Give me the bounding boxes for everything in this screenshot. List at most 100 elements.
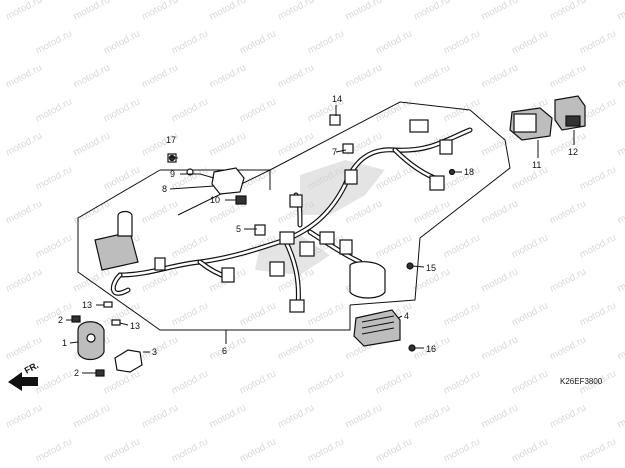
watermark-text: motod.ru bbox=[170, 368, 210, 396]
callout-labels: 14 7 17 9 8 10 5 11 12 18 15 4 16 6 13 1… bbox=[58, 94, 578, 378]
watermark-text: motod.ru bbox=[276, 334, 316, 362]
boot-component bbox=[94, 210, 139, 271]
watermark-text: motod.ru bbox=[4, 130, 44, 158]
watermark-text: motod.ru bbox=[442, 96, 482, 124]
watermark-text: motod.ru bbox=[548, 62, 588, 90]
watermark-text: motod.ru bbox=[306, 300, 346, 328]
watermark-text: motod.ru bbox=[238, 96, 278, 124]
watermark-text: motod.ru bbox=[208, 402, 248, 430]
watermark-text: motod.ru bbox=[208, 130, 248, 158]
watermark-text: motod.ru bbox=[4, 334, 44, 362]
watermark-text: motod.ru bbox=[276, 130, 316, 158]
watermark-text: motod.ru bbox=[510, 368, 550, 396]
watermark-text: motod.ru bbox=[34, 232, 74, 260]
watermark-text: motod.ru bbox=[442, 28, 482, 56]
watermark-text: motod.ru bbox=[140, 198, 180, 226]
watermark-text: motod.ru bbox=[616, 266, 625, 294]
watermark-text: motod.ru bbox=[34, 28, 74, 56]
leader-lines bbox=[66, 105, 575, 374]
callout-12: 12 bbox=[568, 147, 578, 157]
watermark-text: motod.ru bbox=[4, 62, 44, 90]
watermark-text: motod.ru bbox=[72, 402, 112, 430]
watermark-text: motod.ru bbox=[616, 0, 625, 23]
watermark-text: motod.ru bbox=[374, 164, 414, 192]
tube-part-3 bbox=[114, 349, 143, 373]
callout-18: 18 bbox=[464, 167, 474, 177]
watermark-text: motod.ru bbox=[170, 300, 210, 328]
watermark-text: motod.ru bbox=[616, 130, 625, 158]
diagram-code: K26EF3800 bbox=[560, 377, 603, 386]
watermark-text: motod.ru bbox=[238, 436, 278, 464]
watermark-text: motod.ru bbox=[4, 266, 44, 294]
watermark-text: motod.ru bbox=[412, 0, 452, 23]
watermark-text: motod.ru bbox=[480, 62, 520, 90]
watermark-text: motod.ru bbox=[374, 436, 414, 464]
watermark-text: motod.ru bbox=[102, 368, 142, 396]
watermark-text: motod.ru bbox=[442, 300, 482, 328]
watermark-text: motod.ru bbox=[412, 402, 452, 430]
regulator-part-4 bbox=[349, 261, 401, 347]
watermark-text: motod.ru bbox=[72, 130, 112, 158]
watermark-text: motod.ru bbox=[578, 164, 618, 192]
watermark-text: motod.ru bbox=[102, 96, 142, 124]
watermark-text: motod.ru bbox=[374, 96, 414, 124]
assembly-outlines bbox=[77, 101, 511, 331]
watermark-text: motod.ru bbox=[238, 300, 278, 328]
watermark-text: motod.ru bbox=[616, 198, 625, 226]
watermark-text: motod.ru bbox=[616, 334, 625, 362]
cover-part-12 bbox=[554, 95, 586, 131]
watermark-text: motod.ru bbox=[170, 232, 210, 260]
watermark-text: motod.ru bbox=[140, 334, 180, 362]
callout-8: 8 bbox=[162, 184, 167, 194]
connector-part-11 bbox=[509, 107, 553, 141]
watermark-text: motod.ru bbox=[140, 62, 180, 90]
watermark-text: motod.ru bbox=[102, 164, 142, 192]
watermark-text: motod.ru bbox=[442, 164, 482, 192]
watermark-text: motod.ru bbox=[480, 198, 520, 226]
watermark-text: motod.ru bbox=[480, 402, 520, 430]
watermark-text: motod.ru bbox=[480, 334, 520, 362]
watermark-text: motod.ru bbox=[72, 62, 112, 90]
watermark-text: motod.ru bbox=[34, 436, 74, 464]
watermark-text: motod.ru bbox=[616, 402, 625, 430]
callout-1: 1 bbox=[62, 338, 67, 348]
watermark-text: motod.ru bbox=[442, 436, 482, 464]
watermark-text: motod.ru bbox=[276, 0, 316, 23]
watermark-text: motod.ru bbox=[208, 0, 248, 23]
watermark-text: motod.ru bbox=[412, 62, 452, 90]
watermark-text: motod.ru bbox=[4, 0, 44, 23]
callout-5: 5 bbox=[236, 224, 241, 234]
watermark-text: motod.ru bbox=[140, 0, 180, 23]
callout-16: 16 bbox=[426, 344, 436, 354]
callout-2-upper: 2 bbox=[58, 315, 63, 325]
watermark-text: motod.ru bbox=[34, 300, 74, 328]
watermark-text: motod.ru bbox=[306, 368, 346, 396]
watermark-text: motod.ru bbox=[344, 62, 384, 90]
watermark-text: motod.ru bbox=[140, 402, 180, 430]
watermark-text: motod.ru bbox=[72, 0, 112, 23]
watermark-text: motod.ru bbox=[34, 368, 74, 396]
watermark-text: motod.ru bbox=[548, 402, 588, 430]
callout-13-upper: 13 bbox=[82, 300, 92, 310]
callout-9: 9 bbox=[170, 169, 175, 179]
watermark-text: motod.ru bbox=[616, 62, 625, 90]
watermark-text: motod.ru bbox=[480, 0, 520, 23]
callout-14: 14 bbox=[332, 94, 342, 104]
watermark-text: motod.ru bbox=[102, 28, 142, 56]
watermark-text: motod.ru bbox=[510, 232, 550, 260]
watermark-text: motod.ru bbox=[208, 62, 248, 90]
watermark-text: motod.ru bbox=[480, 130, 520, 158]
watermark-text: motod.ru bbox=[374, 28, 414, 56]
watermark-text: motod.ru bbox=[34, 96, 74, 124]
callout-17: 17 bbox=[166, 135, 176, 145]
watermark-text: motod.ru bbox=[4, 402, 44, 430]
watermark-text: motod.ru bbox=[548, 0, 588, 23]
bracket-part-1 bbox=[77, 321, 105, 361]
callout-11: 11 bbox=[532, 160, 541, 170]
harness-connectors bbox=[154, 119, 453, 313]
watermark-text: motod.ru bbox=[170, 436, 210, 464]
watermark-text: motod.ru bbox=[238, 28, 278, 56]
watermark-text: motod.ru bbox=[238, 368, 278, 396]
watermark-text: motod.ru bbox=[548, 198, 588, 226]
